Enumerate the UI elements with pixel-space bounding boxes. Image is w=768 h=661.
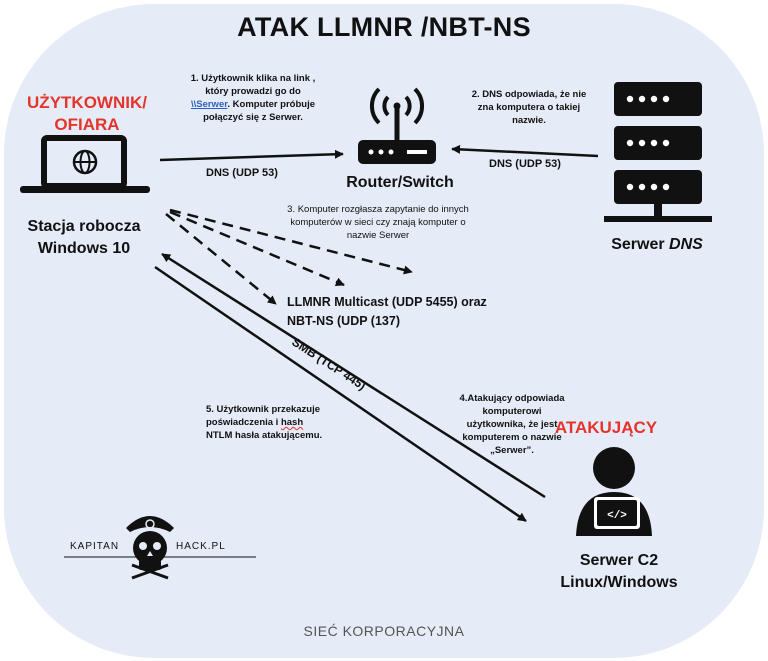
laptop-icon — [20, 135, 150, 193]
step1-text: 1. Użytkownik klika na link , który prow… — [170, 72, 336, 124]
serwer-link[interactable]: \\Serwer — [190, 99, 228, 110]
step3-line1: 3. Komputer rozgłasza zapytanie do innyc… — [287, 204, 469, 215]
attacker-name-line2: Linux/Windows — [560, 574, 678, 591]
step5-text: 5. Użytkownik przekazuje poświadczenia i… — [206, 403, 356, 442]
step1-line3-after: . Komputer próbuje — [227, 99, 316, 110]
step5-hash-word: hash — [280, 417, 304, 428]
dns-label-right: DNS (UDP 53) — [489, 158, 561, 170]
attacker-icon: </> — [576, 447, 652, 536]
victim-name-line1: Stacja robocza — [27, 218, 141, 235]
step4-line5: „Serwer”. — [490, 445, 534, 456]
arrow-victim-to-attacker — [154, 265, 527, 523]
step1-line4: połączyć się z Serwer. — [203, 112, 303, 123]
dns-label-left: DNS (UDP 53) — [206, 167, 278, 179]
multicast-line1: LLMNR Multicast (UDP 5455) oraz — [287, 295, 487, 309]
svg-text:</>: </> — [607, 510, 627, 522]
arrow-broadcast-mid — [169, 210, 345, 287]
step5-line2: poświadczenia i hash — [206, 416, 356, 429]
dns-server-prefix: Serwer — [611, 236, 670, 253]
step4-line4: komputerem o nazwie — [462, 432, 562, 443]
step5-line3: NTLM hasła atakującemu. — [206, 430, 323, 441]
attacker-name-label: Serwer C2 Linux/Windows — [544, 550, 694, 594]
victim-name-line2: Windows 10 — [37, 240, 131, 257]
arrow-laptop-to-router — [159, 149, 344, 162]
step4-line2: komputerowi — [482, 406, 542, 417]
step2-line1: 2. DNS odpowiada, że nie — [471, 89, 587, 100]
dns-server-italic: DNS — [669, 236, 703, 253]
arrow-attacker-to-victim — [161, 252, 546, 499]
step4-line3: użytkownika, że jest — [466, 419, 558, 430]
smb-label: SMB (TCP 445) — [289, 335, 368, 393]
multicast-line2: NBT-NS (UDP (137) — [287, 314, 400, 328]
logo-left-text: KAPITAN — [70, 541, 120, 552]
page-title: ATAK LLMNR /NBT-NS — [237, 12, 531, 42]
attacker-name-line1: Serwer C2 — [579, 552, 659, 569]
arrow-dns-to-router — [451, 144, 599, 158]
step2-line3: nazwie. — [512, 115, 546, 126]
router-label: Router/Switch — [346, 174, 454, 191]
victim-role-line1: UŻYTKOWNIK/ — [27, 93, 147, 112]
step5-line1: 5. Użytkownik przekazuje — [206, 404, 321, 415]
step3-text: 3. Komputer rozgłasza zapytanie do innyc… — [258, 203, 498, 242]
server-icon — [604, 82, 712, 222]
network-label: SIEĆ KORPORACYJNA — [303, 623, 465, 639]
step2-line2: zna komputera o takiej — [477, 102, 581, 113]
step2-text: 2. DNS odpowiada, że nie zna komputera o… — [454, 88, 604, 127]
victim-role-label: UŻYTKOWNIK/ OFIARA — [22, 92, 152, 136]
router-icon — [358, 87, 436, 164]
logo-right-text: HACK.PL — [176, 541, 226, 552]
attacker-role-label: ATAKUJĄCY — [554, 418, 658, 437]
dns-server-label: Serwer DNS — [582, 234, 732, 256]
victim-name-label: Stacja robocza Windows 10 — [4, 216, 164, 260]
step1-line3: \\Serwer. Komputer próbuje — [170, 98, 336, 111]
step3-line2: komputerów w sieci czy znają komputer o — [290, 217, 466, 228]
step5-line2-before: poświadczenia i — [206, 417, 281, 428]
step1-line1: 1. Użytkownik klika na link , — [190, 73, 316, 84]
multicast-label: LLMNR Multicast (UDP 5455) oraz NBT-NS (… — [287, 293, 547, 331]
step3-line3: nazwie Serwer — [346, 230, 410, 241]
arrow-broadcast-low — [165, 213, 277, 305]
victim-role-line2: OFIARA — [54, 115, 120, 134]
kapitan-hack-logo — [64, 516, 256, 580]
arrow-broadcast-right — [169, 208, 413, 275]
step4-line1: 4.Atakujący odpowiada — [459, 393, 565, 404]
step1-line2: który prowadzi go do — [205, 86, 301, 97]
step4-text: 4.Atakujący odpowiada komputerowi użytko… — [437, 392, 587, 457]
